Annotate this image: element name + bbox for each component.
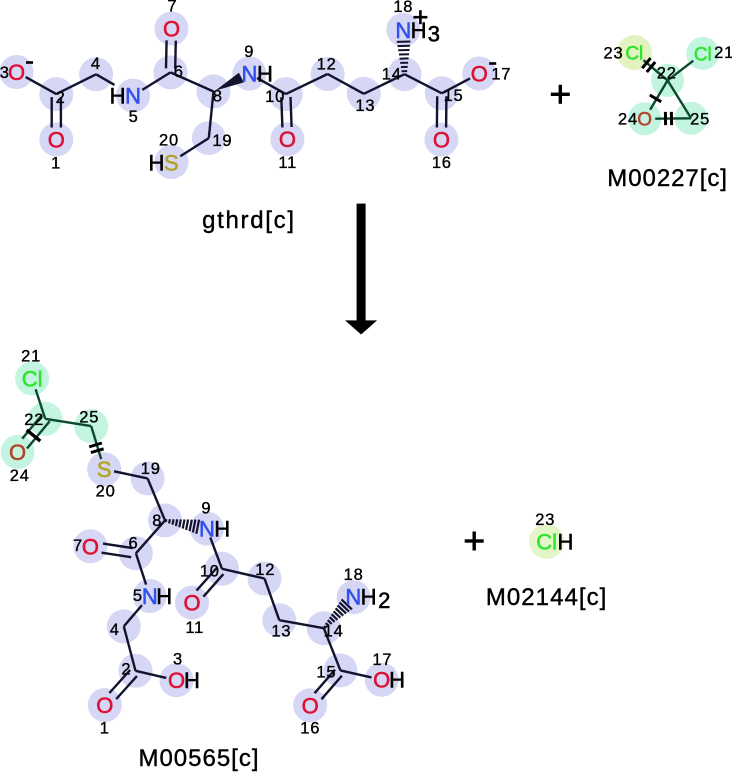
svg-text:14: 14 [324,623,344,641]
svg-text:22: 22 [657,64,677,82]
svg-text:25: 25 [690,110,710,128]
svg-text:N: N [395,18,411,43]
svg-text:S: S [164,150,179,175]
svg-text:N: N [241,62,257,87]
svg-text:H: H [148,150,164,175]
svg-text:14: 14 [382,66,402,84]
svg-text:11: 11 [185,619,204,637]
svg-text:6: 6 [174,63,183,81]
svg-text:18: 18 [344,566,364,584]
svg-text:Cl: Cl [694,44,712,65]
svg-text:8: 8 [213,88,222,106]
svg-text:O: O [637,110,652,131]
svg-text:9: 9 [244,43,253,61]
svg-text:8: 8 [152,512,161,530]
svg-text:O: O [279,127,296,152]
svg-text:12: 12 [255,561,275,579]
svg-text:20: 20 [159,132,179,150]
svg-text:Cl: Cl [22,366,43,391]
svg-text:21: 21 [714,44,732,62]
svg-text:16: 16 [300,720,320,738]
svg-text:17: 17 [491,66,511,84]
svg-text:6: 6 [129,535,138,553]
svg-text:O: O [373,668,390,693]
svg-text:5: 5 [133,587,142,605]
svg-text:O: O [168,668,185,693]
svg-text:O: O [48,128,65,153]
svg-text:9: 9 [201,500,210,518]
svg-text:19: 19 [141,460,161,478]
svg-text:O: O [471,62,488,87]
svg-text:O: O [433,128,450,153]
svg-text:16: 16 [432,154,452,172]
svg-text:13: 13 [271,623,291,641]
svg-text:M02144[c]: M02144[c] [486,584,608,611]
svg-text:gthrd[c]: gthrd[c] [202,207,296,234]
svg-text:2: 2 [121,661,130,679]
svg-text:O: O [82,534,99,559]
svg-text:10: 10 [200,562,220,580]
svg-text:3: 3 [173,651,182,669]
svg-text:H: H [156,584,172,609]
svg-text:Cl: Cl [625,43,643,64]
svg-text:2: 2 [56,89,65,107]
svg-text:12: 12 [317,55,337,73]
svg-text:15: 15 [316,664,336,682]
svg-text:20: 20 [96,483,116,501]
svg-text:H: H [257,62,273,87]
svg-text:18: 18 [393,0,413,16]
svg-text:O: O [9,440,26,465]
svg-text:O: O [8,60,25,85]
svg-text:19: 19 [212,132,232,150]
svg-text:N: N [125,84,141,109]
svg-text:13: 13 [355,97,375,115]
svg-text:23: 23 [604,45,624,63]
svg-text:11: 11 [278,154,297,172]
svg-text:O: O [96,693,113,718]
svg-text:3: 3 [0,64,9,82]
svg-text:O: O [163,17,180,42]
svg-text:H: H [361,584,377,609]
svg-text:O: O [302,693,319,718]
svg-text:H: H [411,18,427,43]
svg-text:24: 24 [618,110,638,128]
svg-text:Cl: Cl [536,530,557,555]
svg-text:7: 7 [73,537,82,555]
svg-text:3: 3 [428,21,440,46]
svg-text:21: 21 [21,348,41,366]
svg-text:2: 2 [378,588,390,613]
svg-text:M00227[c]: M00227[c] [607,165,728,192]
svg-text:24: 24 [10,467,30,485]
svg-text:M00565[c]: M00565[c] [138,745,259,772]
svg-text:15: 15 [444,87,464,105]
svg-text:4: 4 [91,55,100,73]
svg-text:H: H [184,668,200,693]
svg-text:1: 1 [100,720,109,738]
svg-text:H: H [110,84,126,109]
svg-text:H: H [214,517,230,542]
svg-text:1: 1 [51,155,60,173]
svg-text:N: N [345,584,361,609]
svg-text:H: H [389,668,405,693]
svg-text:17: 17 [372,651,392,669]
svg-text:S: S [97,457,112,482]
svg-text:23: 23 [535,511,555,529]
svg-text:O: O [183,591,200,616]
svg-text:H: H [558,530,574,555]
svg-text:4: 4 [110,621,119,639]
svg-text:N: N [142,584,158,609]
svg-text:22: 22 [24,411,44,429]
svg-text:N: N [199,517,215,542]
svg-text:25: 25 [79,409,99,427]
svg-text:7: 7 [167,0,176,16]
svg-text:10: 10 [265,88,285,106]
svg-text:5: 5 [129,108,138,126]
